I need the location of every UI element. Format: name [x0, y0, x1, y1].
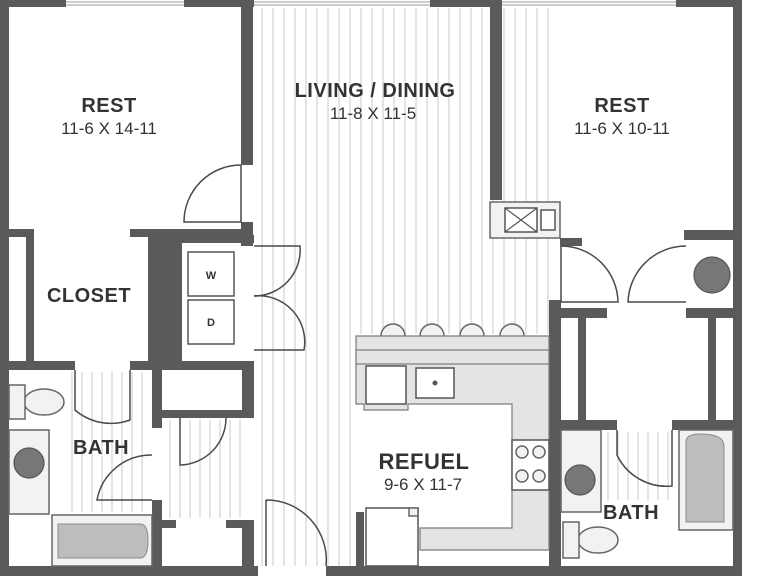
tub-right — [685, 433, 725, 523]
wall-hall-east-lower — [242, 520, 254, 566]
dryer-label: D — [207, 317, 215, 329]
wall-right-bath-top — [561, 420, 617, 430]
wall-top-right — [676, 0, 742, 7]
wall-bath-left-east — [152, 370, 162, 428]
walls — [0, 0, 742, 576]
door-laundry-2 — [253, 295, 306, 351]
door-bath-right — [616, 430, 673, 488]
wall-hall-mid-3 — [162, 520, 176, 528]
door-left-bedroom — [183, 164, 242, 223]
toilet-left — [23, 388, 65, 416]
burner-2 — [532, 445, 546, 459]
wall-closet-south-2 — [130, 361, 254, 370]
living-floor-stripes — [261, 8, 549, 566]
wall-top-left-2 — [184, 0, 254, 7]
dryer — [187, 299, 235, 345]
wall-closet-east — [148, 237, 174, 365]
wall-laundry-west — [174, 237, 182, 365]
wall-right-bedroom-south — [560, 238, 582, 246]
bath-right-name: BATH — [603, 502, 659, 524]
washer — [187, 251, 235, 297]
door-right-closet — [627, 245, 687, 303]
wall-laundry-top — [174, 235, 254, 243]
wall-bottom-mid — [326, 566, 742, 576]
bath-right-fixtures — [560, 429, 734, 559]
doors — [74, 164, 687, 567]
bath-left-fixtures — [8, 384, 153, 567]
door-laundry-1 — [253, 245, 301, 297]
hvac-vent — [540, 209, 556, 231]
wall-left-bedroom-south-2 — [130, 229, 253, 237]
rest-right-name: REST — [594, 95, 649, 117]
living-dims: 11-8 X 11-5 — [330, 104, 416, 123]
refrigerator — [365, 507, 419, 567]
wall-hall-east — [242, 370, 254, 418]
rest-right-dims: 11-6 X 10-11 — [574, 119, 670, 138]
windows — [66, 1, 676, 6]
wall-right-bedroom-west — [490, 0, 502, 200]
wall-left-bedroom-south-1 — [0, 229, 34, 237]
sink-left — [13, 447, 45, 479]
bath-right-floor-stripes — [607, 432, 669, 500]
wall-bottom-left — [0, 566, 258, 576]
burner-1 — [515, 445, 529, 459]
sink-right — [564, 464, 596, 496]
room-labels: REST 11-6 X 14-11 LIVING / DINING 11-8 X… — [47, 80, 670, 524]
living-name: LIVING / DINING — [295, 80, 456, 102]
toilet-tank-right — [562, 521, 580, 559]
wall-right-bedroom-south-2 — [684, 230, 742, 240]
door-hall — [179, 417, 227, 466]
closet-name: CLOSET — [47, 285, 131, 307]
laundry: W D — [187, 251, 235, 345]
refuel-name: REFUEL — [379, 449, 470, 474]
rest-left-dims: 11-6 X 14-11 — [61, 119, 157, 138]
island-top — [355, 349, 550, 365]
wall-kitchen-south-stub — [356, 512, 364, 566]
wall-hall-mid — [162, 410, 246, 418]
wall-right-closet-top-2 — [686, 308, 742, 318]
right-bedroom-fixtures — [489, 201, 731, 294]
wall-right-bath-top-2 — [672, 420, 742, 430]
wall-kitchen-east — [549, 300, 561, 566]
washer-label: W — [206, 270, 217, 282]
tub-left — [57, 523, 149, 559]
wall-hall-mid-2 — [226, 520, 254, 528]
wall-top-left — [0, 0, 66, 7]
fridge-handle — [408, 507, 419, 517]
burner-4 — [532, 469, 546, 483]
sink-drain — [432, 380, 438, 386]
bath-left-name: BATH — [73, 437, 129, 459]
wall-bath-left-east-2 — [152, 500, 162, 566]
wall-outer-right — [733, 0, 742, 576]
kitchen-sink-box — [365, 365, 407, 405]
wall-closet-west — [26, 237, 34, 365]
water-heater — [693, 256, 731, 294]
wall-right-closet-top — [561, 308, 607, 318]
door-entry — [265, 499, 328, 567]
wall-closet-south — [0, 361, 75, 370]
wall-right-closet-inner-2 — [708, 318, 716, 420]
wall-left-bedroom-east — [241, 0, 253, 165]
refuel-dims: 9-6 X 11-7 — [384, 475, 462, 494]
bath-left-floor-stripes — [71, 372, 143, 512]
burner-3 — [515, 469, 529, 483]
wall-top-mid — [430, 0, 502, 7]
door-closet — [74, 370, 131, 425]
door-right-bedroom — [560, 245, 619, 303]
door-bath-left — [96, 454, 153, 501]
kitchen — [355, 323, 550, 567]
rest-left-name: REST — [81, 95, 136, 117]
toilet-tank-left — [8, 384, 26, 420]
wall-outer-left — [0, 0, 9, 576]
toilet-right — [577, 526, 619, 554]
wall-right-closet-inner — [578, 318, 586, 420]
